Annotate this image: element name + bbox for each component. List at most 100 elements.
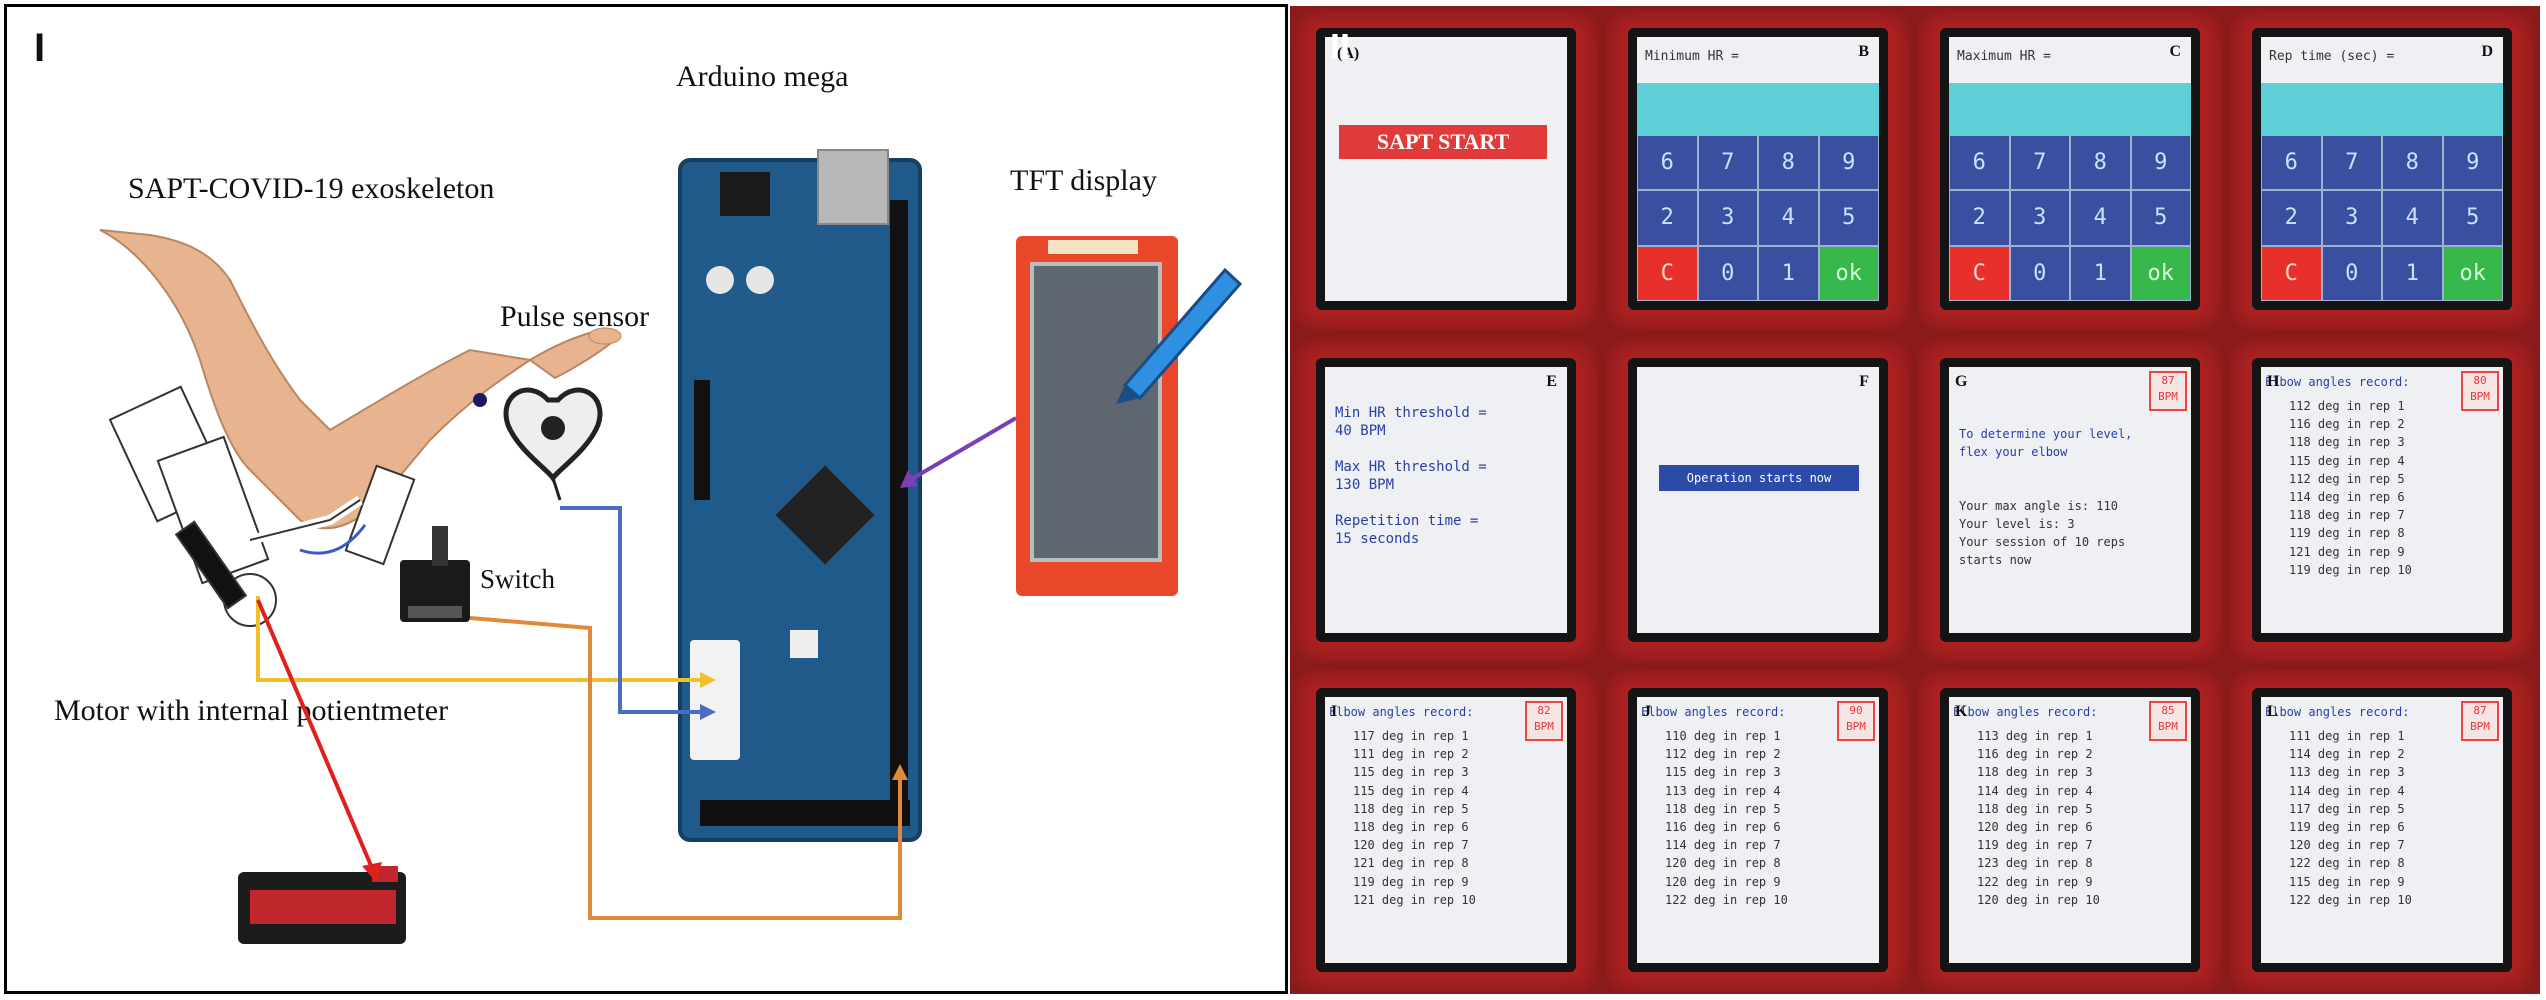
record-title: Elbow angles record: xyxy=(2265,705,2410,719)
operation-banner: Operation starts now xyxy=(1659,465,1859,491)
digit-key[interactable]: 2 xyxy=(2261,190,2322,246)
digit-key[interactable]: 1 xyxy=(2382,245,2443,301)
keypad-input-field xyxy=(1637,83,1879,135)
hardware-diagram xyxy=(99,149,1243,944)
record-row: 120 deg in rep 10 xyxy=(1977,892,2100,907)
digit-key[interactable]: 4 xyxy=(1758,190,1819,246)
screen-letter: K xyxy=(1955,703,1968,720)
bpm-badge: 90 BPM xyxy=(1837,701,1875,741)
record-row: 113 deg in rep 3 xyxy=(2289,765,2405,780)
digit-key[interactable]: 0 xyxy=(2321,245,2382,301)
digit-key[interactable]: 8 xyxy=(2070,135,2131,191)
bpm-badge: 82 BPM xyxy=(1525,701,1563,741)
wires xyxy=(256,416,1018,920)
digit-key[interactable]: 0 xyxy=(2009,245,2070,301)
summary-line: Max HR threshold = xyxy=(1335,459,1487,475)
ok-key[interactable]: ok xyxy=(2442,245,2503,301)
digit-key[interactable]: 9 xyxy=(1818,135,1879,191)
record-row: 115 deg in rep 4 xyxy=(2289,453,2405,468)
record-row: 110 deg in rep 1 xyxy=(1665,729,1781,743)
record-row: 114 deg in rep 6 xyxy=(2289,490,2405,504)
record-row: 118 deg in rep 5 xyxy=(1665,801,1781,816)
digit-key[interactable]: 1 xyxy=(1758,245,1819,301)
record-row: 120 deg in rep 7 xyxy=(1353,838,1469,853)
level-line: Your level is: 3 xyxy=(1959,517,2075,531)
digit-key[interactable]: 5 xyxy=(2130,190,2191,246)
digit-key[interactable]: 3 xyxy=(2321,190,2382,246)
digit-key[interactable]: 6 xyxy=(2261,135,2322,191)
digit-key[interactable]: 4 xyxy=(2070,190,2131,246)
digit-key[interactable]: 7 xyxy=(2009,135,2070,191)
label-motor: Motor with internal potientmeter xyxy=(54,694,449,727)
screen-letter: D xyxy=(2481,43,2493,60)
digit-key[interactable]: 7 xyxy=(2321,135,2382,191)
digit-key[interactable]: 4 xyxy=(2382,190,2443,246)
record-row: 119 deg in rep 7 xyxy=(1977,838,2093,853)
digit-key[interactable]: 2 xyxy=(1949,190,2010,246)
record-row: 118 deg in rep 6 xyxy=(1353,820,1469,834)
clear-key[interactable]: C xyxy=(1637,245,1698,301)
pulse-sensor xyxy=(503,387,603,501)
left-panel-number: I xyxy=(34,26,46,70)
keypad-prompt: Maximum HR = xyxy=(1957,49,2051,64)
record-row: 113 deg in rep 4 xyxy=(1665,783,1781,798)
screen-letter: G xyxy=(1955,373,1968,390)
sapt-start-button[interactable]: SAPT START xyxy=(1339,125,1547,159)
record-row: 112 deg in rep 5 xyxy=(2289,471,2405,486)
digit-key[interactable]: 7 xyxy=(1697,135,1758,191)
record-row: 122 deg in rep 8 xyxy=(2289,856,2405,871)
screen-letter: H xyxy=(2267,373,2280,390)
arm-illustration xyxy=(99,229,622,530)
record-row: 112 deg in rep 2 xyxy=(1665,747,1781,762)
record-row: 111 deg in rep 2 xyxy=(1353,747,1469,762)
level-line: starts now xyxy=(1959,553,2032,567)
record-row: 114 deg in rep 4 xyxy=(2289,783,2405,798)
digit-key[interactable]: 1 xyxy=(2070,245,2131,301)
bpm-badge: 85 BPM xyxy=(2149,701,2187,741)
digit-key[interactable]: 8 xyxy=(1758,135,1819,191)
clear-key[interactable]: C xyxy=(2261,245,2322,301)
summary-line: 40 BPM xyxy=(1335,423,1386,439)
digit-key[interactable]: 0 xyxy=(1697,245,1758,301)
digit-key[interactable]: 6 xyxy=(1949,135,2010,191)
record-row: 116 deg in rep 2 xyxy=(2289,417,2405,432)
clear-key[interactable]: C xyxy=(1949,245,2010,301)
digit-key[interactable]: 5 xyxy=(2442,190,2503,246)
record-row: 115 deg in rep 3 xyxy=(1353,765,1469,780)
digit-key[interactable]: 9 xyxy=(2130,135,2191,191)
record-row: 118 deg in rep 3 xyxy=(1977,765,2093,780)
digit-key[interactable]: 2 xyxy=(1637,190,1698,246)
record-row: 122 deg in rep 10 xyxy=(2289,892,2412,907)
digit-key[interactable]: 3 xyxy=(2009,190,2070,246)
record-row: 116 deg in rep 2 xyxy=(1977,747,2093,762)
screen-letter: E xyxy=(1546,373,1557,390)
summary-line: 130 BPM xyxy=(1335,477,1395,493)
level-line: To determine your level, xyxy=(1959,427,2133,441)
record-row: 120 deg in rep 7 xyxy=(2289,838,2405,853)
record-row: 117 deg in rep 5 xyxy=(2289,801,2405,816)
record-row: 114 deg in rep 4 xyxy=(1977,783,2093,798)
record-row: 113 deg in rep 1 xyxy=(1977,729,2093,743)
record-row: 114 deg in rep 2 xyxy=(2289,747,2405,762)
record-row: 119 deg in rep 10 xyxy=(2289,562,2412,577)
digit-key[interactable]: 5 xyxy=(1818,190,1879,246)
ok-key[interactable]: ok xyxy=(2130,245,2191,301)
digit-key[interactable]: 3 xyxy=(1697,190,1758,246)
digit-key[interactable]: 6 xyxy=(1637,135,1698,191)
record-row: 120 deg in rep 8 xyxy=(1665,856,1781,871)
record-row: 112 deg in rep 1 xyxy=(2289,399,2405,413)
screen-letter: I xyxy=(1331,703,1338,720)
digit-key[interactable]: 8 xyxy=(2382,135,2443,191)
screen-letter: J xyxy=(1643,703,1651,720)
left-panel-frame xyxy=(4,4,1288,994)
digit-key[interactable]: 9 xyxy=(2442,135,2503,191)
record-row: 118 deg in rep 7 xyxy=(2289,508,2405,523)
ok-key[interactable]: ok xyxy=(1818,245,1879,301)
